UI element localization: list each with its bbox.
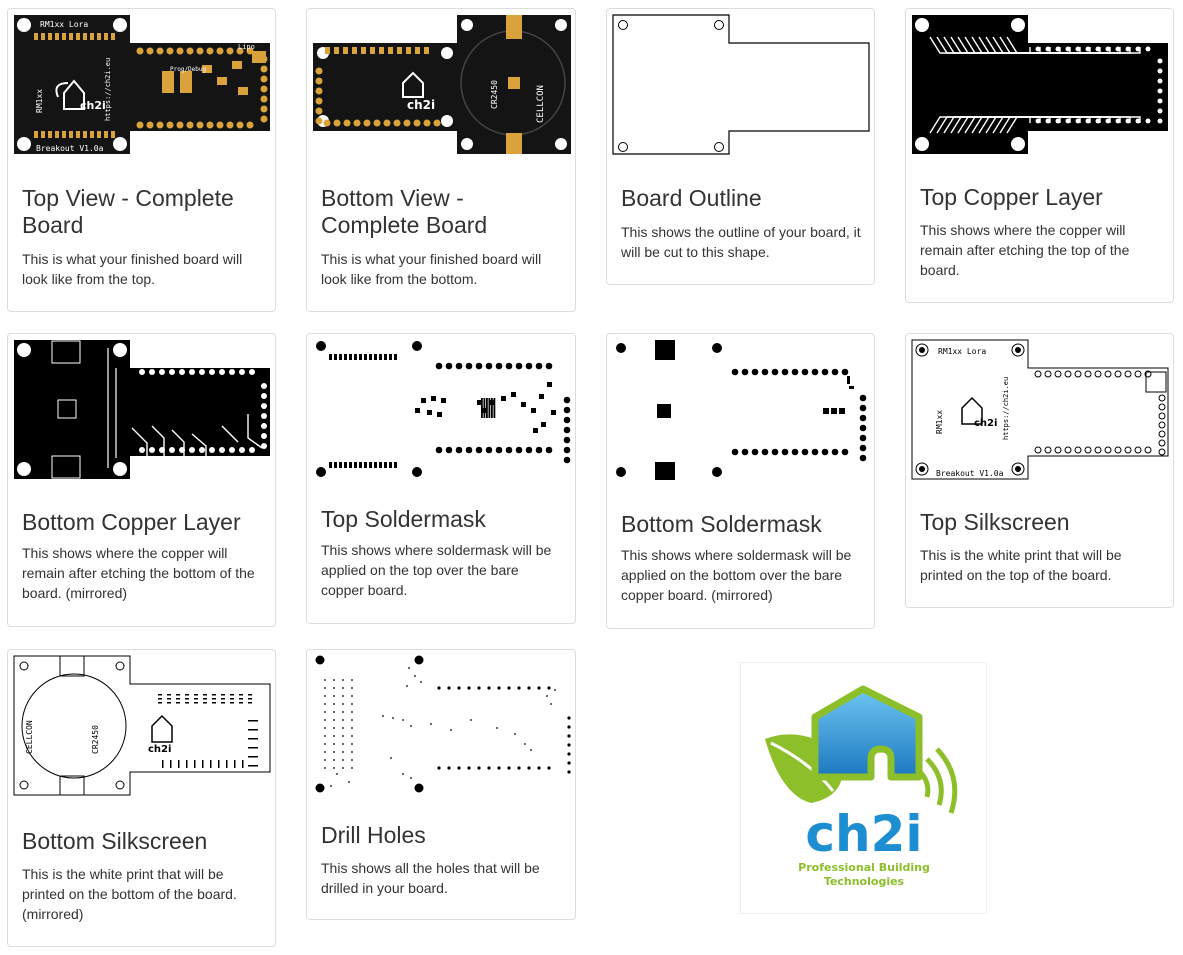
card-description: This shows the outline of your board, it… [621, 224, 861, 260]
silk-lipo-text: Lipo [238, 43, 255, 51]
card-description: This shows all the holes that will be dr… [321, 860, 540, 896]
top-copper-image[interactable] [910, 13, 1170, 156]
board-outline-image[interactable] [611, 13, 871, 156]
card-top-view[interactable]: ch2i RM1xx Lora Breakout V1.0a RM1xx htt… [7, 8, 276, 312]
card-title: Board Outline [621, 185, 762, 211]
card-description: This shows where soldermask will be appl… [621, 547, 852, 603]
card-top-copper[interactable]: Top Copper Layer This shows where the co… [905, 8, 1174, 303]
card-title: Top Copper Layer [920, 184, 1103, 210]
svg-text:ch2i: ch2i [974, 418, 997, 429]
bottom-soldermask-image[interactable] [611, 338, 871, 481]
silk-cellcon-text: CELLCON [536, 85, 546, 123]
silk-prog-text: Prog/Debug [170, 66, 207, 73]
card-title: Bottom Soldermask [621, 511, 822, 537]
card-description: This is the white print that will be pri… [22, 866, 237, 922]
card-title: Top View - Complete Board [22, 185, 234, 238]
svg-text:ch2i: ch2i [148, 744, 171, 755]
silk-battery-text: CR2450 [490, 80, 499, 109]
card-bottom-copper[interactable]: Bottom Copper Layer This shows where the… [7, 333, 276, 627]
silk-version-text: Breakout V1.0a [936, 469, 1004, 478]
logo-wordmark: ch2i [805, 805, 922, 863]
card-top-soldermask[interactable]: Top Soldermask This shows where solderma… [306, 333, 576, 624]
top-soldermask-image[interactable] [311, 338, 571, 481]
top-view-image[interactable]: ch2i RM1xx Lora Breakout V1.0a RM1xx htt… [12, 13, 272, 156]
silk-url-text: https://ch2i.eu [1002, 377, 1010, 440]
silk-module-text: RM1xx Lora [40, 20, 88, 29]
card-description: This is what your finished board will lo… [22, 251, 243, 287]
card-title: Bottom Copper Layer [22, 509, 241, 535]
ch2i-logo: ch2i Professional Building Technologies [765, 685, 958, 888]
card-bottom-silkscreen[interactable]: CELLCON CR2450 ch2i Bottom Silkscreen Th… [7, 649, 276, 947]
silk-part-text: RM1xx [935, 410, 944, 434]
card-description: This is what your finished board will lo… [321, 251, 542, 287]
card-title: Top Silkscreen [920, 509, 1070, 535]
card-title: Bottom Silkscreen [22, 828, 208, 854]
silk-part-text: RM1xx [35, 89, 44, 113]
card-description: This is the white print that will be pri… [920, 547, 1122, 583]
card-drill-holes[interactable]: Drill Holes This shows all the holes tha… [306, 649, 576, 920]
bottom-copper-image[interactable] [12, 338, 272, 481]
silk-module-text: RM1xx Lora [938, 347, 986, 356]
card-title: Bottom View - Complete Board [321, 185, 488, 238]
svg-text:ch2i: ch2i [80, 99, 106, 112]
card-title: Top Soldermask [321, 506, 486, 532]
card-bottom-view[interactable]: ch2i CR2450 CELLCON Bottom View - Comple… [306, 8, 576, 312]
top-silkscreen-image[interactable]: ch2i RM1xx Lora Breakout V1.0a RM1xx htt… [910, 338, 1170, 481]
card-bottom-soldermask[interactable]: Bottom Soldermask This shows where solde… [606, 333, 875, 629]
svg-text:ch2i: ch2i [407, 98, 435, 112]
drill-holes-image[interactable] [311, 654, 571, 797]
bottom-silkscreen-image[interactable]: CELLCON CR2450 ch2i [12, 654, 272, 797]
card-top-silkscreen[interactable]: ch2i RM1xx Lora Breakout V1.0a RM1xx htt… [905, 333, 1174, 608]
silk-battery-text: CR2450 [91, 725, 100, 754]
card-board-outline[interactable]: Board Outline This shows the outline of … [606, 8, 875, 285]
card-description: This shows where the copper will remain … [920, 222, 1130, 278]
card-description: This shows where soldermask will be appl… [321, 542, 552, 598]
card-title: Drill Holes [321, 822, 426, 848]
silk-cellcon-text: CELLCON [25, 720, 34, 754]
silk-url-text: https://ch2i.eu [104, 58, 112, 121]
ch2i-logo-card: ch2i Professional Building Technologies [740, 662, 987, 914]
silk-version-text: Breakout V1.0a [36, 144, 104, 153]
logo-tagline-2: Technologies [824, 875, 905, 888]
bottom-view-image[interactable]: ch2i CR2450 CELLCON [311, 13, 571, 156]
card-description: This shows where the copper will remain … [22, 545, 255, 601]
logo-tagline-1: Professional Building [798, 861, 930, 874]
